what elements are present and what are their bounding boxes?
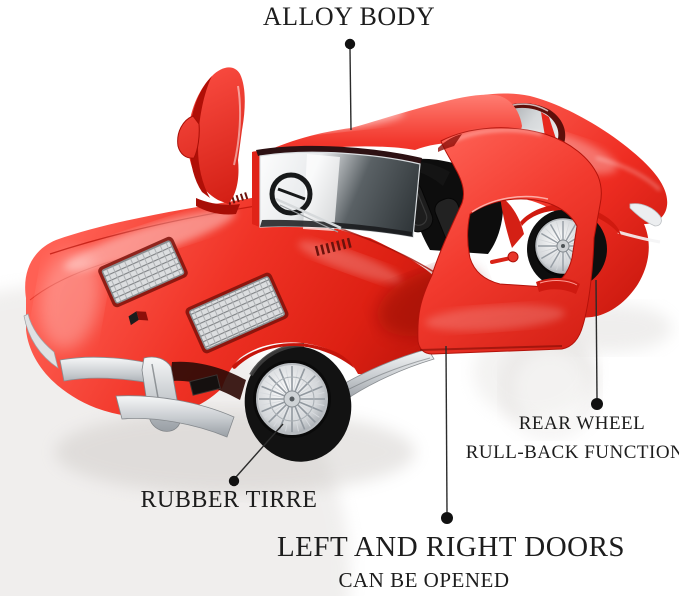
open-left-door xyxy=(177,67,245,215)
front-hub-spinner xyxy=(289,396,295,402)
license-plate xyxy=(189,374,221,396)
rubber-tire-label: RUBBER TIRRE xyxy=(140,487,318,513)
window-crank xyxy=(490,251,519,264)
alloy-body-callout-dot xyxy=(344,38,356,50)
wiper-chrome-2 xyxy=(279,204,339,233)
bumper-lower-bar xyxy=(115,395,235,438)
doors-callout-line xyxy=(445,345,448,513)
front-rim-inner-ring xyxy=(269,376,315,422)
doors-label-line1: LEFT AND RIGHT DOORS xyxy=(276,531,626,563)
left-door-blade-shading xyxy=(189,76,212,198)
cowl-louvres xyxy=(314,237,352,257)
door-hinge-shadow xyxy=(438,134,462,152)
hood-badge-crossed-flags xyxy=(128,311,149,326)
callout-dots xyxy=(228,38,603,524)
doors-callout-dot xyxy=(441,512,453,524)
windshield-header xyxy=(256,145,422,166)
alloy-body-callout-line xyxy=(349,48,352,131)
rubber-tire-callout-dot xyxy=(228,475,240,487)
hood-highlight xyxy=(64,209,236,271)
rear-wheel-callout-dot xyxy=(591,398,603,410)
rubber-tire-callout-line xyxy=(235,423,284,478)
alloy-body-label: ALLOY BODY xyxy=(262,2,436,31)
rear-bumper-chrome-tip xyxy=(629,203,662,227)
roof-highlight xyxy=(255,106,405,134)
doors-label-line2: CAN BE OPENED xyxy=(338,568,510,592)
windshield xyxy=(252,145,422,238)
left-door-vent-wing xyxy=(177,115,200,159)
dash-shadow xyxy=(260,219,413,237)
left-door-sill xyxy=(196,198,240,215)
rear-lower-chrome-streak xyxy=(617,230,661,244)
door-panel-highlight xyxy=(425,305,565,331)
hood-vent-left xyxy=(98,236,188,308)
hood-details xyxy=(98,192,352,354)
fender-arch-lip xyxy=(232,343,354,369)
glass-reflection-band xyxy=(303,154,340,231)
steering-wheel xyxy=(269,172,313,216)
open-right-door xyxy=(417,127,602,355)
rear-wheel-label-line1: REAR WHEEL xyxy=(518,413,646,434)
hood-vent-right xyxy=(185,272,289,354)
right-door-shell xyxy=(417,127,602,355)
door-handle-highlight xyxy=(539,280,578,286)
nose-chrome-lip xyxy=(23,313,59,369)
door-bottom-shadow xyxy=(419,345,563,351)
nose-highlight xyxy=(39,250,101,350)
rear-wheel-label-line2: RULL-BACK FUNCTION xyxy=(465,442,679,463)
steering-spoke xyxy=(277,187,306,201)
rocker-chrome-strip xyxy=(329,348,435,402)
rear-hub-spinner xyxy=(561,244,565,248)
front-bumper xyxy=(23,313,246,438)
rear-wheel-callout-line xyxy=(595,279,598,399)
left-door-edge-highlight xyxy=(233,85,242,166)
car xyxy=(23,67,668,462)
door-window-edge-highlight xyxy=(471,195,549,213)
front-wheel xyxy=(232,343,354,462)
wiper-chrome xyxy=(275,197,342,230)
package-shelf xyxy=(500,196,524,248)
callout-graphics xyxy=(235,48,598,513)
